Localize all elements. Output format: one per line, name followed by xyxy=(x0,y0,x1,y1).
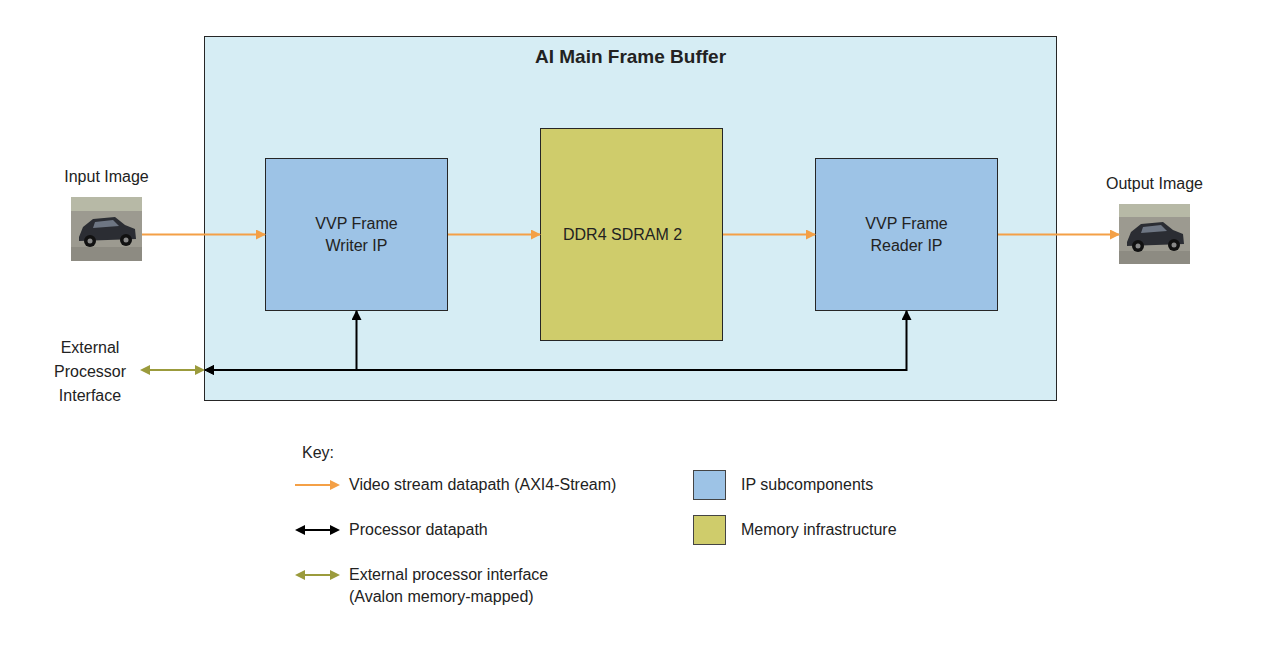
legend-line-sample xyxy=(293,568,343,582)
frame-buffer-box: AI Main Frame BufferVVP Frame Writer IP D… xyxy=(204,36,1057,401)
frame-title: AI Main Frame Buffer xyxy=(205,46,1056,68)
legend-line-sample xyxy=(293,478,343,492)
connector xyxy=(205,311,907,370)
legend-text: Processor datapath xyxy=(349,519,669,541)
image-caption: Output Image xyxy=(1106,173,1203,195)
legend-heading: Key: xyxy=(302,442,362,464)
connector xyxy=(448,234,540,236)
legend-text: Video stream datapath (AXI4-Stream) xyxy=(349,474,669,496)
box-label: DDR4 SDRAM 2 xyxy=(563,224,682,246)
interface-label: External Processor Interface xyxy=(40,336,140,408)
car-photo xyxy=(1119,204,1190,264)
ip-box: VVP Frame Writer IP xyxy=(265,158,448,311)
car-photo xyxy=(71,197,142,261)
legend-line-sample xyxy=(293,523,343,537)
ip-box: VVP Frame Reader IP xyxy=(815,158,998,311)
memory-box: DDR4 SDRAM 2 xyxy=(540,128,723,341)
connector xyxy=(723,234,815,236)
output-image: Output Image xyxy=(1119,204,1190,264)
image-caption: Input Image xyxy=(64,166,149,188)
legend-text: IP subcomponents xyxy=(741,474,1001,496)
connector xyxy=(205,311,357,370)
legend-text: External processor interface (Avalon mem… xyxy=(349,564,564,608)
legend-swatch xyxy=(693,515,726,545)
box-label: VVP Frame Reader IP xyxy=(852,213,962,257)
legend-swatch xyxy=(693,470,726,500)
legend-text: Memory infrastructure xyxy=(741,519,1001,541)
connector xyxy=(142,234,265,236)
box-label: VVP Frame Writer IP xyxy=(302,213,412,257)
connector xyxy=(998,234,1119,236)
input-image: Input Image xyxy=(71,197,142,261)
